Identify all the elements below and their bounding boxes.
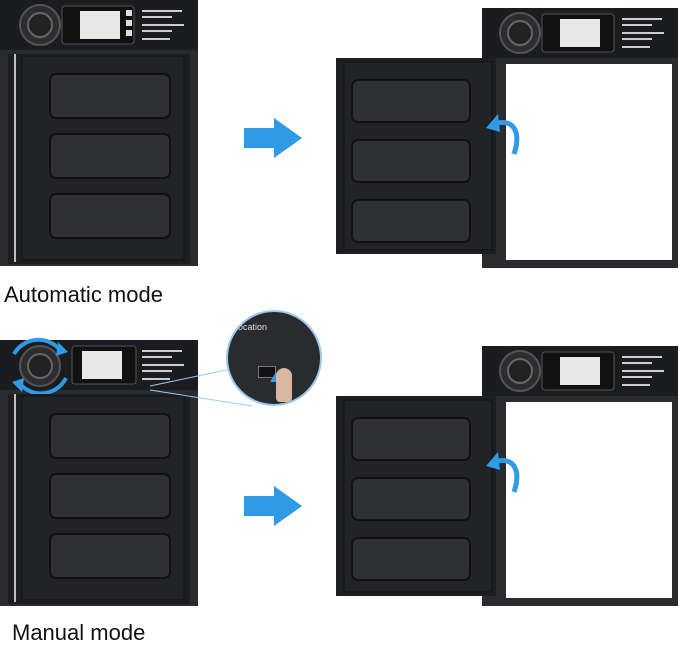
blue-right-arrow-icon bbox=[244, 118, 302, 158]
caption-manual-mode: Manual mode bbox=[12, 620, 146, 645]
gear-knob-icon bbox=[499, 12, 541, 54]
open-door-device-auto bbox=[336, 8, 678, 268]
curved-arrow-icon bbox=[486, 114, 520, 155]
rotate-arrows-icon bbox=[12, 337, 68, 396]
closed-door-device-auto bbox=[0, 0, 198, 266]
finger-icon bbox=[276, 368, 292, 402]
gear-knob-icon bbox=[499, 350, 541, 392]
open-door-device-manual bbox=[336, 346, 678, 606]
callout-label: ocation bbox=[238, 322, 268, 332]
caption-automatic-mode: Automatic mode bbox=[4, 282, 163, 307]
gear-knob-icon bbox=[19, 4, 61, 46]
closed-door-device-manual bbox=[0, 337, 198, 606]
gear-knob-icon bbox=[19, 345, 61, 387]
blue-right-arrow-icon bbox=[244, 486, 302, 526]
curved-arrow-icon bbox=[486, 452, 520, 493]
zoom-callout-circle: ocation bbox=[226, 310, 322, 406]
